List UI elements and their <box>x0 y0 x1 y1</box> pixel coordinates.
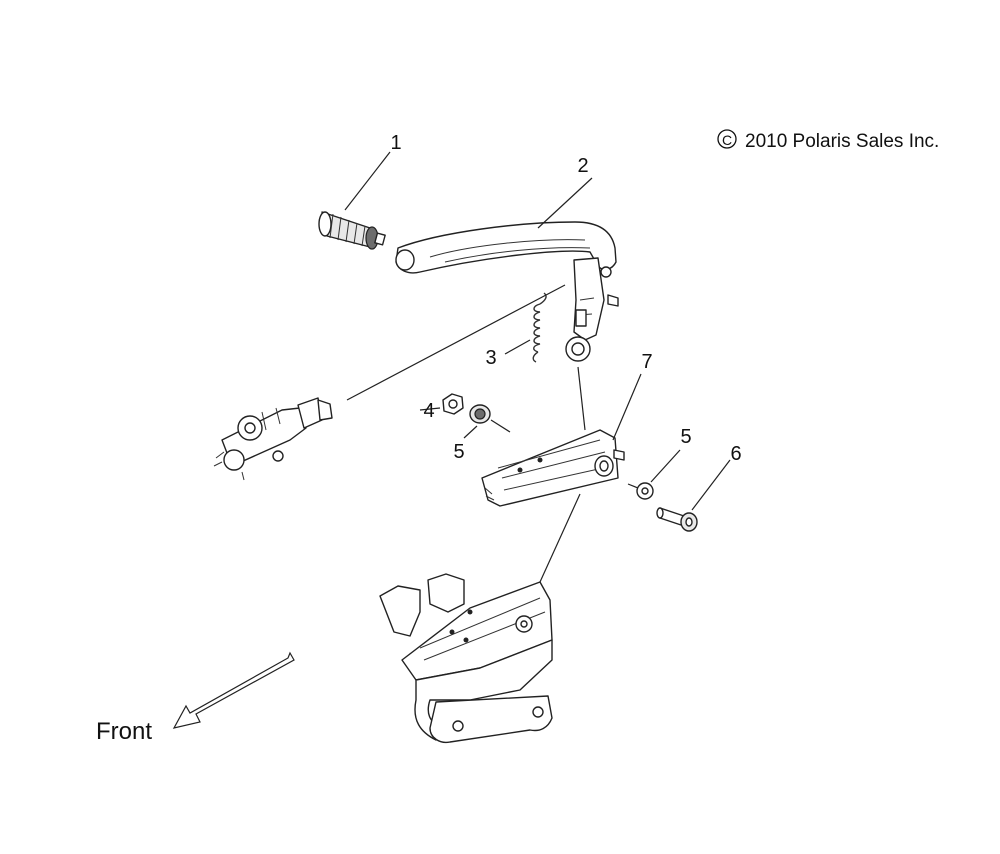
callout-4: 4 <box>423 400 434 422</box>
leader-4 <box>419 407 441 411</box>
leader-6 <box>691 459 731 511</box>
part-master-cylinder <box>213 397 333 481</box>
part-1-foot-peg <box>318 211 386 250</box>
callout-6: 6 <box>730 443 741 465</box>
leader-2 <box>537 177 593 229</box>
callout-7: 7 <box>641 351 652 373</box>
copyright-symbol: C <box>722 132 732 148</box>
leader-5b <box>650 449 681 483</box>
part-3-spring <box>532 292 547 363</box>
leader-pedal-to-cylinder <box>346 284 566 401</box>
part-footrest-bracket-assembly <box>379 573 553 744</box>
front-label: Front <box>96 718 152 745</box>
part-7-pivot-bracket <box>481 429 625 507</box>
leader-pedal-to-bracket <box>577 366 586 431</box>
front-direction-arrow-icon <box>172 651 295 729</box>
leader-1 <box>344 151 391 211</box>
callout-3: 3 <box>485 347 496 369</box>
copyright-text: 2010 Polaris Sales Inc. <box>745 131 939 152</box>
callout-5a: 5 <box>453 441 464 463</box>
leader-5a-to-bracket <box>490 419 511 433</box>
leader-5a <box>463 425 478 439</box>
leader-3 <box>504 339 531 355</box>
part-2-brake-pedal <box>395 221 619 362</box>
leader-7 <box>612 373 642 441</box>
part-6-bolt <box>656 507 698 532</box>
callout-2: 2 <box>577 155 588 177</box>
leader-5b-to-bracket <box>627 483 639 489</box>
part-5a-bushing <box>469 404 491 424</box>
part-4-nut <box>442 393 464 415</box>
callout-5b: 5 <box>680 426 691 448</box>
copyright-notice: C 2010 Polaris Sales Inc. <box>717 129 939 152</box>
callout-1: 1 <box>390 132 401 154</box>
part-5b-washer <box>636 482 654 500</box>
leader-bracket-to-assembly <box>539 493 581 583</box>
copyright-circle-icon <box>717 129 737 149</box>
